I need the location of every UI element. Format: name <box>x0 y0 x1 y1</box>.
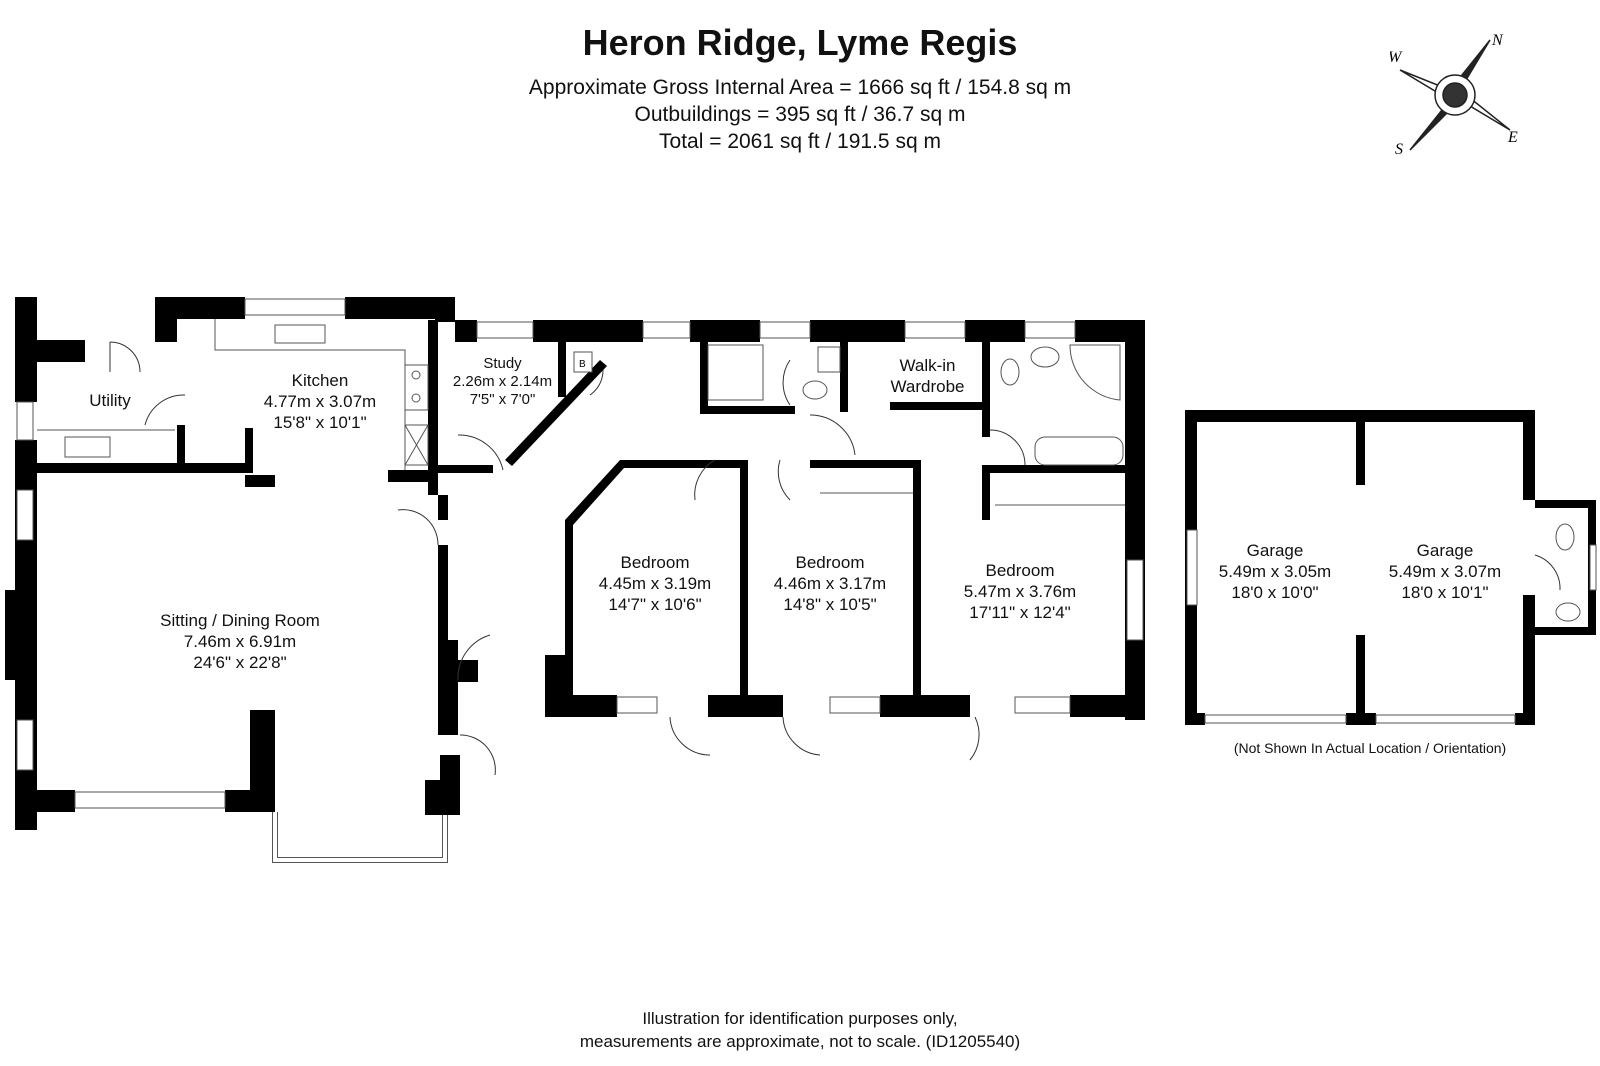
room-bedroom-2: Bedroom 4.46m x 3.17m 14'8" x 10'5" <box>750 552 910 615</box>
room-name: Bedroom <box>795 553 865 572</box>
outbuildings-area-text: Outbuildings = 395 sq ft / 36.7 sq m <box>634 103 966 126</box>
total-area-text: Total = 2061 sq ft / 191.5 sq m <box>659 130 941 153</box>
doors <box>109 341 1561 776</box>
room-kitchen: Kitchen 4.77m x 3.07m 15'8" x 10'1" <box>240 370 400 433</box>
boiler-label: B <box>579 359 586 370</box>
room-metric: 4.45m x 3.19m <box>598 574 712 593</box>
compass-s: S <box>1395 141 1403 158</box>
room-metric: 5.47m x 3.76m <box>963 582 1077 601</box>
room-metric: 4.46m x 3.17m <box>773 574 887 593</box>
outbuilding-note: (Not Shown In Actual Location / Orientat… <box>1233 740 1507 756</box>
plan-title: Heron Ridge, Lyme Regis <box>582 22 1018 63</box>
room-garage-1: Garage 5.49m x 3.05m 18'0 x 10'0" <box>1200 540 1350 603</box>
room-imperial: 18'0 x 10'0" <box>1231 583 1319 602</box>
room-imperial: 15'8" x 10'1" <box>273 413 367 432</box>
compass-n: N <box>1491 32 1504 49</box>
room-imperial: 18'0 x 10'1" <box>1401 583 1489 602</box>
compass-w: W <box>1390 49 1403 66</box>
room-metric: 4.77m x 3.07m <box>263 392 377 411</box>
room-name: Kitchen <box>291 371 349 390</box>
room-name: Garage <box>1246 541 1304 560</box>
room-metric: 5.49m x 3.07m <box>1388 562 1502 581</box>
gross-area-text: Approximate Gross Internal Area = 1666 s… <box>528 76 1072 99</box>
room-study: Study 2.26m x 2.14m 7'5" x 7'0" <box>445 355 560 409</box>
disclaimer-line-2: measurements are approximate, not to sca… <box>579 1032 1021 1051</box>
room-metric: 2.26m x 2.14m <box>452 373 553 390</box>
room-name: Sitting / Dining Room <box>160 611 320 630</box>
disclaimer-line-1: Illustration for identification purposes… <box>642 1009 958 1028</box>
room-name: Bedroom <box>985 561 1055 580</box>
room-name: Utility <box>89 391 131 410</box>
room-imperial: 17'11" x 12'4" <box>969 603 1071 622</box>
room-imperial: 14'7" x 10'6" <box>608 595 702 614</box>
room-imperial: 7'5" x 7'0" <box>469 391 536 408</box>
room-metric: 7.46m x 6.91m <box>183 632 297 651</box>
garage-walls <box>1185 410 1596 725</box>
room-imperial: 14'8" x 10'5" <box>783 595 877 614</box>
compass-icon: N E S W <box>1390 32 1518 158</box>
room-name-2: Wardrobe <box>890 377 965 396</box>
room-name: Garage <box>1416 541 1474 560</box>
windows <box>16 298 1597 863</box>
room-metric: 5.49m x 3.05m <box>1218 562 1332 581</box>
room-name: Walk-in <box>899 356 956 375</box>
room-utility: Utility <box>70 390 150 411</box>
disclaimer: Illustration for identification purposes… <box>0 1007 1600 1053</box>
room-imperial: 24'6" x 22'8" <box>193 653 287 672</box>
room-garage-2: Garage 5.49m x 3.07m 18'0 x 10'1" <box>1370 540 1520 603</box>
fixtures: B <box>37 319 1581 622</box>
room-bedroom-1: Bedroom 4.45m x 3.19m 14'7" x 10'6" <box>575 552 735 615</box>
room-sitting-dining: Sitting / Dining Room 7.46m x 6.91m 24'6… <box>120 610 360 673</box>
compass-e: E <box>1507 129 1518 146</box>
room-name: Bedroom <box>620 553 690 572</box>
room-walkin-wardrobe: Walk-in Wardrobe <box>870 355 985 397</box>
room-name: Study <box>483 355 522 372</box>
room-bedroom-3: Bedroom 5.47m x 3.76m 17'11" x 12'4" <box>940 560 1100 623</box>
